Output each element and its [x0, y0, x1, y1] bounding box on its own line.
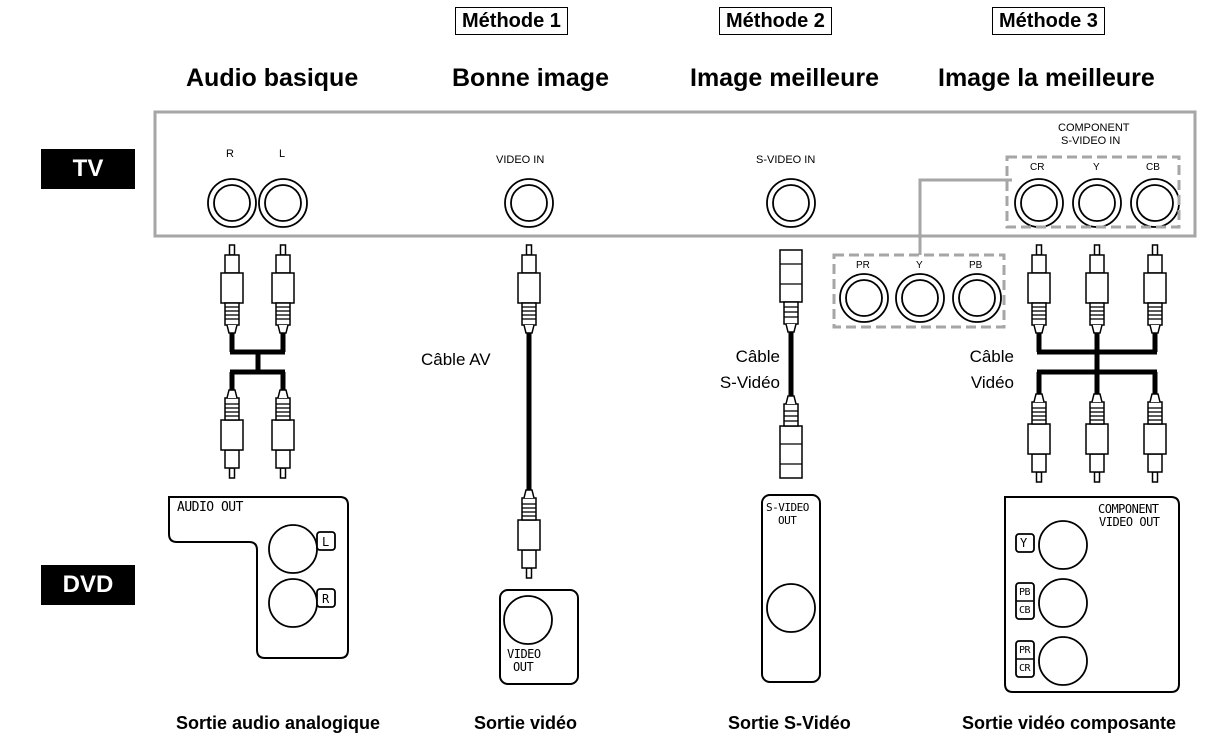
heading-audio-basique: Audio basique: [186, 64, 359, 92]
method-1-label: Méthode 1: [455, 7, 568, 35]
dvd-label-svideo-out-2: OUT: [778, 514, 797, 527]
method-2-label: Méthode 2: [719, 7, 832, 35]
tv-jack-y: [1072, 178, 1122, 228]
dvd-label-video-out-1: VIDEO: [507, 647, 541, 661]
dvd-label-audio-l: L: [322, 535, 329, 549]
dvd-jack-svideo-out: [766, 583, 816, 633]
audio-plug-bottom-r: [221, 390, 243, 478]
cable-svideo-label-1: Câble: [735, 347, 780, 366]
comp-plug-top-2: [1085, 244, 1109, 334]
comp-plug-bottom-1: [1028, 394, 1050, 482]
bottom-label-video: Sortie vidéo: [474, 713, 578, 733]
audio-plug-bottom-l: [272, 390, 294, 478]
dvd-jack-video-out: [503, 595, 553, 645]
dvd-label-video-out-2: OUT: [513, 660, 534, 674]
dvd-label: DVD: [41, 565, 135, 605]
cable-video-label-1: Câble: [969, 347, 1014, 366]
adapter-label-pr: PR: [856, 260, 870, 271]
adapter-jack-pb: [952, 273, 1002, 323]
tv-label-component: COMPONENT: [1058, 122, 1130, 134]
bottom-label-audio: Sortie audio analogique: [176, 713, 381, 733]
svideo-plug-bottom: [780, 396, 802, 478]
tv-jack-l: [258, 178, 308, 228]
dvd-label-component-2: VIDEO OUT: [1099, 515, 1160, 529]
tv-jack-video-in: [504, 178, 554, 228]
dvd-label-component-1: COMPONENT: [1098, 502, 1159, 516]
tv-label: TV: [41, 149, 135, 189]
method-3-label: Méthode 3: [992, 7, 1105, 35]
tv-label-component-svideo: S-VIDEO IN: [1061, 135, 1121, 147]
audio-plug-top-l: [271, 244, 295, 334]
dvd-label-comp-y: Y: [1020, 536, 1027, 550]
tv-label-r: R: [226, 148, 234, 160]
adapter-jack-y: [895, 273, 945, 323]
tv-label-svideo-in: S-VIDEO IN: [756, 154, 816, 166]
dvd-label-comp-pb: PB: [1019, 587, 1031, 598]
cable-video-label-2: Vidéo: [970, 373, 1014, 392]
tv-jack-r: [207, 178, 257, 228]
adapter-jack-pr: [839, 273, 889, 323]
dvd-label-comp-cb: CB: [1019, 605, 1031, 616]
tv-label-video-in: VIDEO IN: [496, 154, 545, 166]
adapter-label-pb: PB: [969, 260, 983, 271]
adapter-box: [832, 253, 1006, 329]
dvd-label-comp-pr: PR: [1019, 645, 1031, 656]
cable-svideo-label-2: S-Vidéo: [719, 373, 780, 392]
audio-cable: [229, 333, 286, 392]
dvd-label-audio-r: R: [322, 592, 329, 606]
tv-label-l: L: [279, 148, 286, 160]
dvd-label-svideo-out-1: S-VIDEO: [766, 501, 809, 514]
adapter-label-y: Y: [916, 260, 923, 271]
tv-label-y: Y: [1093, 162, 1100, 173]
heading-image-la-meilleure: Image la meilleure: [938, 64, 1155, 92]
cable-av-label: Câble AV: [421, 350, 491, 369]
component-cable: [1036, 333, 1158, 396]
tv-jack-cb: [1130, 178, 1180, 228]
comp-plug-bottom-3: [1144, 394, 1166, 482]
dvd-audio-out-panel: [168, 496, 349, 659]
svideo-plug-top: [779, 249, 803, 333]
dvd-jack-pb: [1038, 578, 1088, 628]
heading-image-meilleure: Image meilleure: [690, 64, 879, 92]
bottom-label-component: Sortie vidéo composante: [962, 713, 1177, 733]
dvd-label-comp-cr: CR: [1019, 663, 1031, 674]
av-plug-top: [517, 244, 541, 334]
dvd-jack-audio-r: [268, 578, 318, 628]
av-plug-bottom: [518, 490, 540, 578]
dvd-jack-audio-l: [268, 524, 318, 574]
dvd-jack-y: [1038, 520, 1088, 570]
adapter-link-line: [918, 178, 1012, 255]
bottom-label-svideo: Sortie S-Vidéo: [728, 713, 851, 733]
comp-plug-top-3: [1143, 244, 1167, 334]
tv-jack-svideo-in: [766, 178, 816, 228]
audio-plug-top-r: [220, 244, 244, 334]
comp-plug-top-1: [1027, 244, 1051, 334]
dvd-jack-pr: [1038, 636, 1088, 686]
tv-jack-cr: [1014, 178, 1064, 228]
tv-label-cr: CR: [1030, 162, 1045, 173]
heading-bonne-image: Bonne image: [452, 64, 609, 92]
comp-plug-bottom-2: [1086, 394, 1108, 482]
tv-label-cb: CB: [1146, 162, 1160, 173]
dvd-label-audio-out: AUDIO OUT: [177, 500, 243, 515]
